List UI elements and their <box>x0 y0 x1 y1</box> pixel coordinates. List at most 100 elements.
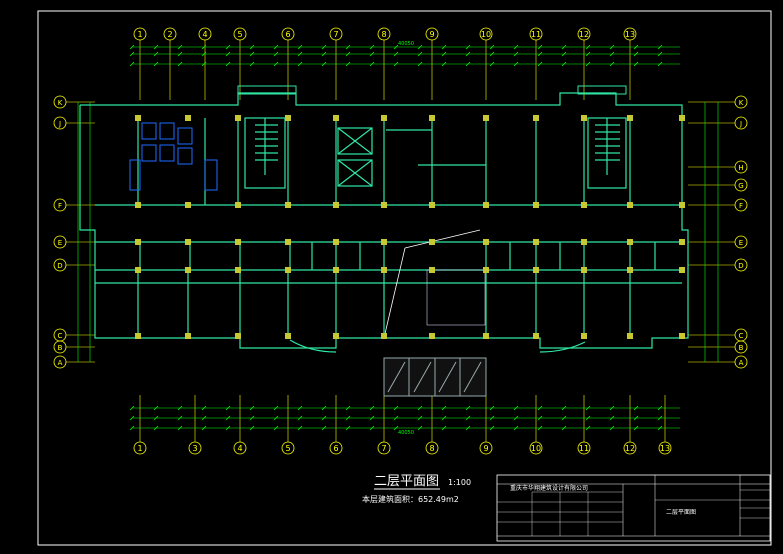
dimension-tick <box>129 61 135 67</box>
axis-label: 1 <box>137 444 142 453</box>
column <box>235 239 241 245</box>
column <box>627 333 633 339</box>
axis-label: 10 <box>481 30 491 39</box>
column <box>679 202 685 208</box>
dimension-tick <box>345 405 351 411</box>
dimension-tick <box>201 425 207 431</box>
column <box>185 239 191 245</box>
column <box>333 333 339 339</box>
dimension-tick <box>633 61 639 67</box>
dimension-tick <box>153 405 159 411</box>
dimension-tick <box>321 51 327 57</box>
dimension-tick <box>273 44 279 50</box>
axis-bubble <box>163 27 177 41</box>
column <box>429 267 435 273</box>
drawing-title: 二层平面图 <box>374 474 439 489</box>
dimension-tick <box>369 51 375 57</box>
axis-bubble <box>623 27 637 41</box>
dimension-tick <box>537 61 543 67</box>
axis-label: 8 <box>381 30 386 39</box>
drawing-scale: 1:100 <box>448 478 471 487</box>
axis-bubble <box>734 160 748 174</box>
column <box>533 267 539 273</box>
axis-label: H <box>738 164 743 172</box>
dimension-tick <box>561 425 567 431</box>
axis-bubble <box>529 441 543 455</box>
dimension-tick <box>489 425 495 431</box>
dimension-tick <box>489 61 495 67</box>
dimension-tick <box>297 51 303 57</box>
column <box>483 333 489 339</box>
dimension-tick <box>273 405 279 411</box>
axis-label: 12 <box>579 30 589 39</box>
column <box>185 115 191 121</box>
dimension-tick <box>201 405 207 411</box>
dimension-tick <box>321 44 327 50</box>
dimension-tick <box>585 415 591 421</box>
dimension-tick <box>345 415 351 421</box>
dimension-tick <box>201 415 207 421</box>
dimension-tick <box>129 51 135 57</box>
dimension-tick <box>249 425 255 431</box>
axis-label: A <box>739 359 744 367</box>
axis-bubble <box>658 441 672 455</box>
column <box>627 239 633 245</box>
axis-label: G <box>738 182 743 190</box>
dimension-tick <box>585 61 591 67</box>
dimension-tick <box>321 415 327 421</box>
company-name: 重庆市华翔建筑设计有限公司 <box>510 484 588 492</box>
dimension-tick <box>201 61 207 67</box>
axis-label: 13 <box>660 444 670 453</box>
axis-label: K <box>58 99 63 107</box>
axis-bubble <box>53 198 67 212</box>
axis-label: 9 <box>483 444 488 453</box>
dimension-tick <box>441 44 447 50</box>
column <box>285 267 291 273</box>
dimension-tick <box>129 44 135 50</box>
axis-bubble <box>198 27 212 41</box>
dimension-tick <box>417 61 423 67</box>
dimension-tick <box>441 405 447 411</box>
axis-label: J <box>739 120 742 128</box>
dimension-tick <box>153 51 159 57</box>
dimension-tick <box>177 51 183 57</box>
dimension-tick <box>153 44 159 50</box>
dimension-tick <box>177 415 183 421</box>
axis-bubble <box>53 235 67 249</box>
dimension-tick <box>465 425 471 431</box>
column <box>333 239 339 245</box>
drawing-border <box>37 10 772 546</box>
dimension-tick <box>465 51 471 57</box>
axis-bubble <box>734 235 748 249</box>
dimension-tick <box>273 61 279 67</box>
axis-label: 5 <box>237 30 242 39</box>
axis-bubble <box>734 355 748 369</box>
dimension-tick <box>537 44 543 50</box>
structural-columns <box>135 115 685 339</box>
axis-bubble <box>53 116 67 130</box>
dimension-tick <box>393 415 399 421</box>
axis-label: 8 <box>429 444 434 453</box>
axis-label: C <box>58 332 63 340</box>
dimension-tick <box>129 415 135 421</box>
dimension-tick <box>537 405 543 411</box>
dimension-tick <box>489 415 495 421</box>
axis-bubble <box>53 355 67 369</box>
dimension-tick <box>585 44 591 50</box>
axis-bubble <box>377 27 391 41</box>
dimension-tick <box>585 51 591 57</box>
dimension-tick <box>657 61 663 67</box>
column <box>135 202 141 208</box>
dimension-tick <box>585 425 591 431</box>
axis-label: 10 <box>531 444 541 453</box>
dimension-tick <box>225 415 231 421</box>
axis-bubble <box>53 340 67 354</box>
column <box>285 333 291 339</box>
dimension-tick <box>201 44 207 50</box>
column <box>483 202 489 208</box>
dimension-tick <box>393 51 399 57</box>
axis-bubble <box>188 441 202 455</box>
dimension-tick <box>465 61 471 67</box>
dimension-tick <box>273 51 279 57</box>
dimension-tick <box>297 425 303 431</box>
